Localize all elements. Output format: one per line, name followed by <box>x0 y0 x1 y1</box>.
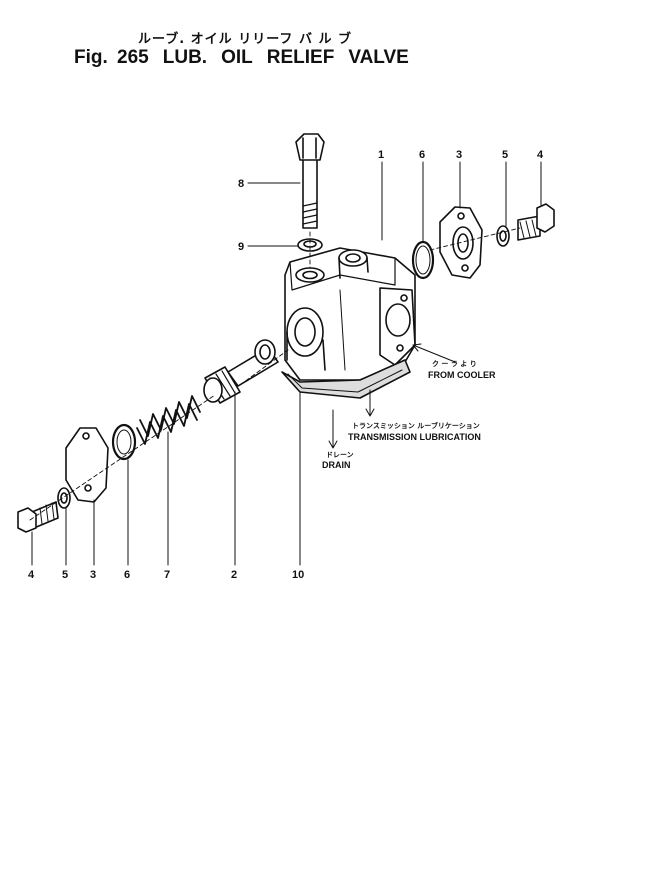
callout-4-right: 4 <box>537 149 544 161</box>
leader-lines <box>31 161 542 566</box>
callout-5-left: 5 <box>62 569 68 581</box>
cover-3-left-drawing <box>65 427 109 503</box>
callout-1: 1 <box>378 149 384 161</box>
transmission-lubrication-label: TRANSMISSION LUBRICATION <box>348 432 481 442</box>
callout-3-left: 3 <box>90 569 96 581</box>
valve-body-1-drawing <box>284 247 416 381</box>
callout-4-left: 4 <box>28 569 35 581</box>
callout-7: 7 <box>164 569 170 581</box>
washer-5-right-drawing <box>496 225 510 247</box>
drain-jp-label: ドレーン <box>326 451 354 459</box>
o-ring-6-right-drawing <box>411 240 435 280</box>
drain-label: DRAIN <box>322 460 351 470</box>
flow-arrows <box>328 343 456 449</box>
title-word-relief: RELIEF <box>266 47 335 68</box>
transmission-lubrication-jp-label: トランスミッション ルーブリケーション <box>352 421 480 430</box>
o-ring-6-left-drawing <box>111 423 137 461</box>
title-word-oil: OIL <box>221 47 253 68</box>
figure-number: Fig. 265 <box>74 47 149 68</box>
title-word-lub: LUB. <box>162 47 208 68</box>
spring-7-drawing <box>136 395 201 445</box>
callout-5-right: 5 <box>502 149 508 161</box>
title-word-valve: VALVE <box>348 47 409 68</box>
piston-2-drawing <box>203 339 279 404</box>
bolt-4-left-drawing <box>17 501 59 533</box>
callout-6-right: 6 <box>419 149 425 161</box>
callout-10: 10 <box>292 569 304 581</box>
from-cooler-jp-label: ク ー ラ よ り <box>432 359 477 368</box>
washer-5-left-drawing <box>57 487 71 509</box>
callout-3-right: 3 <box>456 149 462 161</box>
figure-title: Fig. 265 LUB. OIL RELIEF VALVE <box>74 47 423 69</box>
callout-2: 2 <box>231 569 237 581</box>
bolt-4-right-drawing <box>517 203 555 241</box>
callout-8: 8 <box>238 178 244 190</box>
callout-9: 9 <box>238 241 244 253</box>
japanese-title: ルーブ. オイル リリーフ バ ル ブ <box>138 32 353 47</box>
callout-6-left: 6 <box>124 569 130 581</box>
from-cooler-label: FROM COOLER <box>428 370 496 380</box>
gasket-10-drawing <box>281 359 411 399</box>
bolt-8-drawing <box>295 133 325 229</box>
